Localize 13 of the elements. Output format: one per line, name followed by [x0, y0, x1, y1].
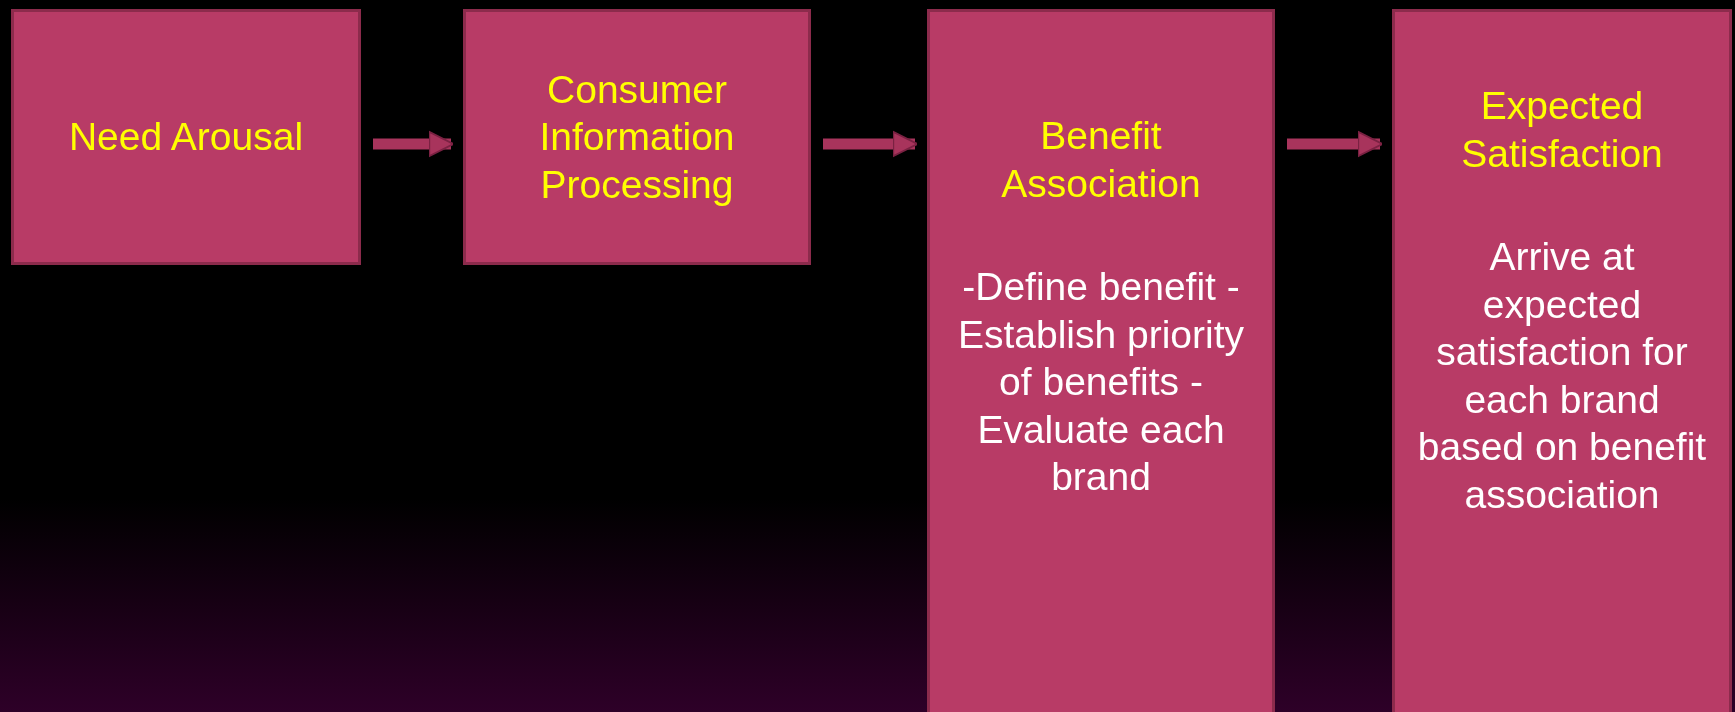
process-box: [1392, 9, 1732, 712]
step-title: Need Arousal: [67, 114, 305, 161]
arrow: [373, 130, 455, 158]
process-box: [11, 9, 361, 265]
step-title: Benefit Association: [1000, 113, 1202, 207]
step-description: -Define benefit -Establish priority of benefits - Evaluate each brand: [956, 264, 1246, 501]
step-description: Arrive at expected satisfaction for each brand based on benefit association: [1416, 234, 1708, 519]
process-box: [927, 9, 1275, 712]
arrow: [1287, 130, 1384, 158]
step-title: Consumer Information Processing: [538, 66, 736, 208]
process-box: [463, 9, 811, 265]
arrow: [823, 130, 919, 158]
step-title: Expected Satisfaction: [1460, 83, 1664, 177]
